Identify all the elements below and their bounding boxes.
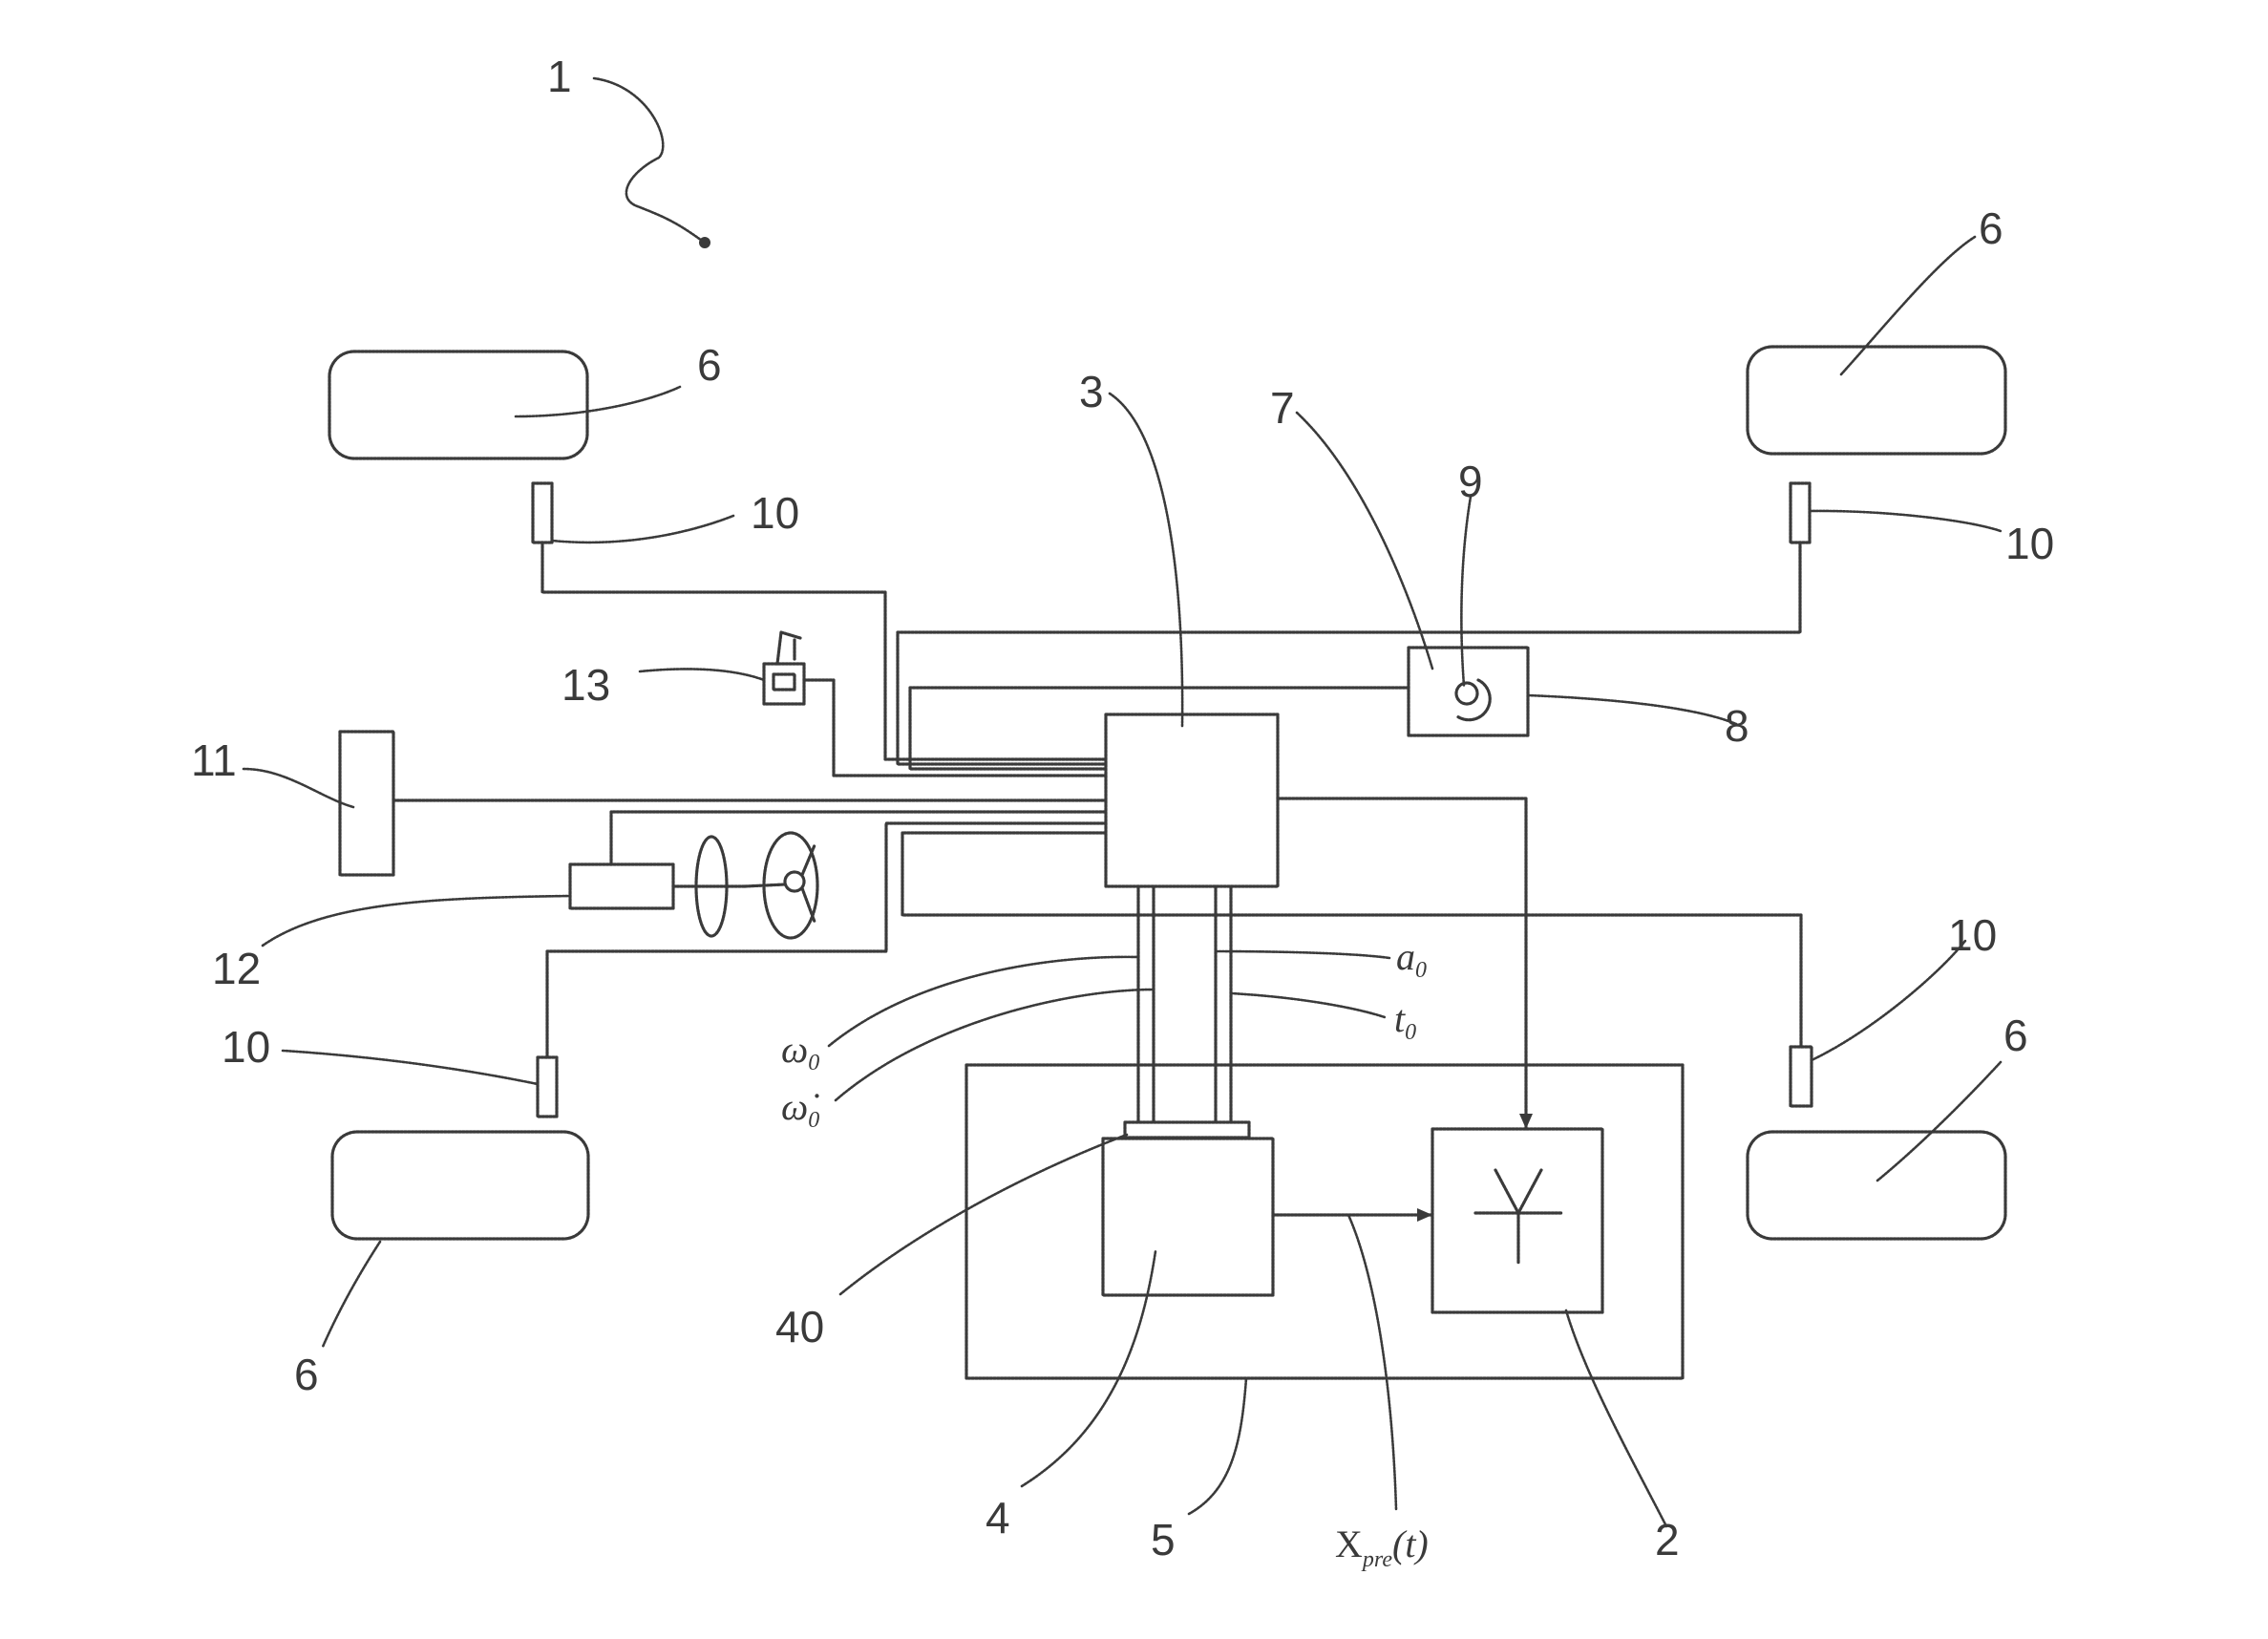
leader-10-rr [1812,941,1965,1060]
label-module: 5 [1151,1515,1176,1564]
leader-a0 [1216,951,1389,958]
arrow-control-to-actuator [1519,1114,1533,1129]
label-actuator: 2 [1655,1515,1680,1564]
label-wheel-sensor-rr: 10 [1948,910,1997,960]
wire-sensor-unit [910,688,1409,769]
sensor-unit-box [1409,648,1528,735]
leader-omega0-dot [836,990,1154,1100]
interface-connector [1125,1122,1249,1138]
label-a0: a0 [1396,935,1427,983]
label-pedal: 11 [191,735,237,785]
leader-xpre [1348,1215,1396,1509]
leader-3 [1110,394,1182,726]
leader-12 [263,896,570,946]
leader-6-fl [516,387,680,416]
leader-6-rr [1877,1062,2001,1181]
leader-10-fl [552,516,733,543]
leader-5 [1189,1378,1246,1514]
leader-6-fr [1841,237,1975,374]
wheel-front-left [329,351,587,458]
label-t0: t0 [1394,997,1416,1045]
leader-40 [840,1135,1127,1294]
wheel-sensor-front-left [533,483,552,543]
label-wheel-sensor-rl: 10 [222,1022,270,1072]
leader-t0 [1231,993,1385,1017]
leader-13 [640,669,764,680]
leader-1-arrow [594,78,702,241]
wheel-sensor-rear-right [1791,1047,1812,1106]
leader-9 [1461,497,1471,686]
label-omega0: ω0 [781,1028,819,1075]
steering-column-icon [673,837,745,936]
leader-1-arrowhead [699,237,710,248]
wheel-sensor-rear-left [538,1057,557,1117]
switch-icon [764,632,804,704]
wire-steering [611,812,1106,864]
estimator-box [1103,1139,1273,1295]
leader-omega0 [829,957,1138,1046]
leader-11 [244,769,353,807]
wire-front-right-sensor [898,543,1800,764]
wheel-rear-left [332,1132,588,1239]
label-wheel-rr: 6 [2003,1011,2028,1060]
leader-8 [1528,695,1736,724]
wire-front-left-sensor [542,543,1106,759]
label-system: 1 [547,52,572,101]
pedal-block [340,732,393,875]
wheel-rear-right [1748,1132,2005,1239]
label-steering: 12 [212,944,261,993]
wheel-sensor-front-right [1791,483,1810,543]
leader-10-fr [1810,511,2001,531]
label-wheel-fl: 6 [697,340,722,390]
actuator-symbol [1475,1170,1561,1263]
label-sensor-9: 9 [1458,457,1483,506]
leader-6-rl [323,1242,380,1347]
steering-wheel-icon [745,833,817,938]
leader-7 [1297,413,1432,669]
arrow-xpre [1417,1208,1432,1222]
leader-2 [1566,1310,1666,1526]
sensor-9-icon [1456,683,1477,704]
leader-10-rl [283,1051,538,1084]
wire-rear-right-sensor [902,833,1801,1047]
label-control-unit: 3 [1079,367,1104,416]
label-sensor-8: 8 [1725,701,1749,751]
label-xpre: Xpre(t) [1335,1522,1429,1572]
steering-actuator-box [570,864,673,908]
label-omega0-dot: ω̇0 [781,1085,819,1133]
label-wheel-sensor-fl: 10 [751,488,799,538]
label-interface: 40 [775,1302,824,1352]
label-wheel-fr: 6 [1979,203,2003,253]
label-estimator: 4 [986,1493,1010,1543]
wire-switch [804,680,1106,776]
wire-rear-left-sensor [547,823,1106,1057]
label-sensor-unit: 7 [1270,383,1295,433]
label-wheel-sensor-fr: 10 [2005,519,2054,568]
module-box [966,1065,1683,1378]
leader-4 [1022,1251,1155,1486]
control-unit-box [1106,714,1278,886]
label-wheel-rl: 6 [294,1350,319,1399]
label-switch: 13 [562,660,610,710]
wheel-front-right [1748,347,2005,454]
